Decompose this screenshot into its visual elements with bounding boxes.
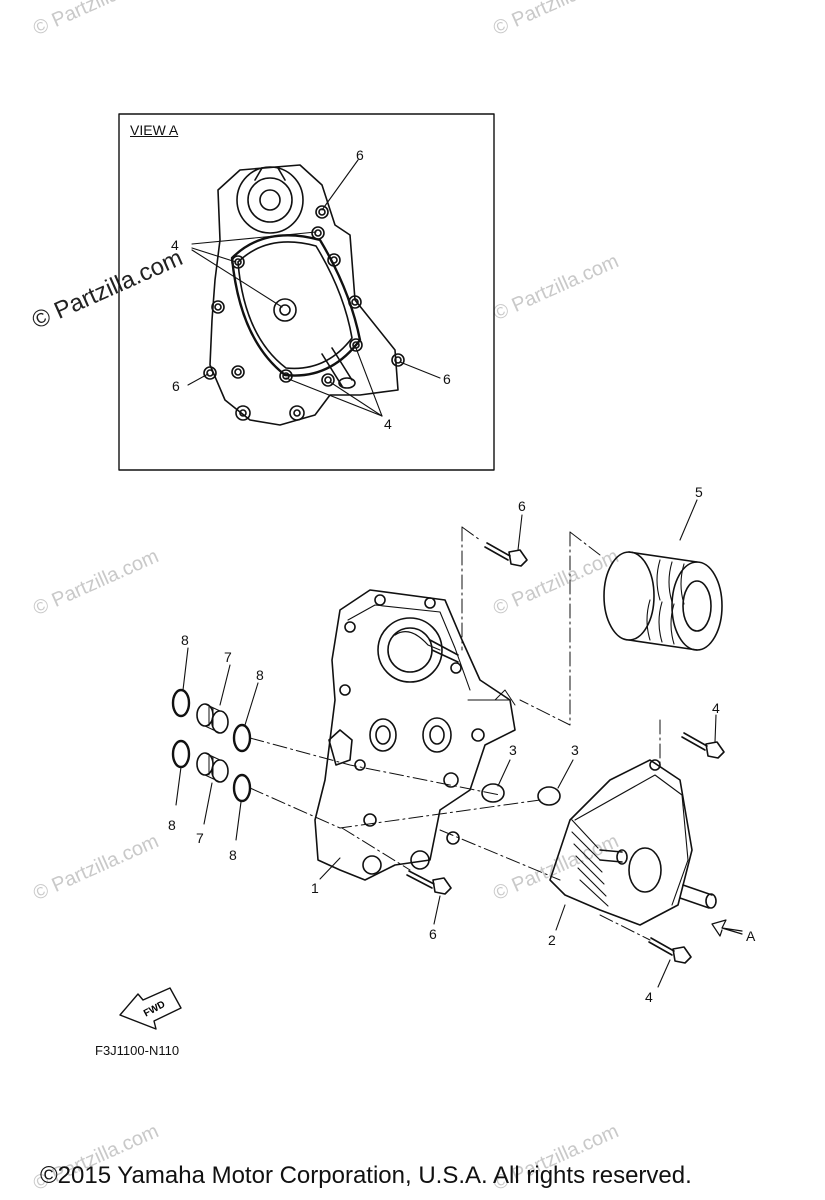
callout-8: 8 <box>229 847 237 863</box>
callout-1: 1 <box>311 880 319 896</box>
callout-2: 2 <box>548 932 556 948</box>
view-a-title: VIEW A <box>130 122 179 138</box>
callout-8: 8 <box>256 667 264 683</box>
callout-6: 6 <box>443 371 451 387</box>
callout-4: 4 <box>712 700 720 716</box>
callout-8: 8 <box>181 632 189 648</box>
part-3-ring <box>481 783 505 803</box>
diagram-code: F3J1100-N110 <box>95 1043 180 1058</box>
assembly-lines <box>249 526 661 941</box>
callout-4: 4 <box>384 416 392 432</box>
fwd-arrow-icon <box>119 987 182 1030</box>
view-a-frame <box>118 113 495 471</box>
callout-6: 6 <box>518 498 526 514</box>
view-a-housing <box>187 159 441 426</box>
view-a-arrow-label: A <box>746 928 756 944</box>
part-1-housing <box>314 589 516 881</box>
view-a-bolts <box>203 205 405 421</box>
callout-6: 6 <box>172 378 180 394</box>
bolts <box>406 542 725 964</box>
callout-7: 7 <box>196 830 204 846</box>
callout-7: 7 <box>224 649 232 665</box>
part-2-oil-cooler <box>549 759 717 926</box>
callout-5: 5 <box>695 484 703 500</box>
leader-lines <box>175 499 717 988</box>
callout-6: 6 <box>356 147 364 163</box>
callout-8: 8 <box>168 817 176 833</box>
copyright-text: ©2015 Yamaha Motor Corporation, U.S.A. A… <box>40 1162 692 1189</box>
callout-3: 3 <box>509 742 517 758</box>
callout-4: 4 <box>645 989 653 1005</box>
view-a-arrow <box>711 919 743 937</box>
callout-3: 3 <box>571 742 579 758</box>
part-5-oil-filter <box>603 551 723 651</box>
callout-6: 6 <box>429 926 437 942</box>
callout-4: 4 <box>171 237 179 253</box>
part-3-ring <box>537 786 561 806</box>
